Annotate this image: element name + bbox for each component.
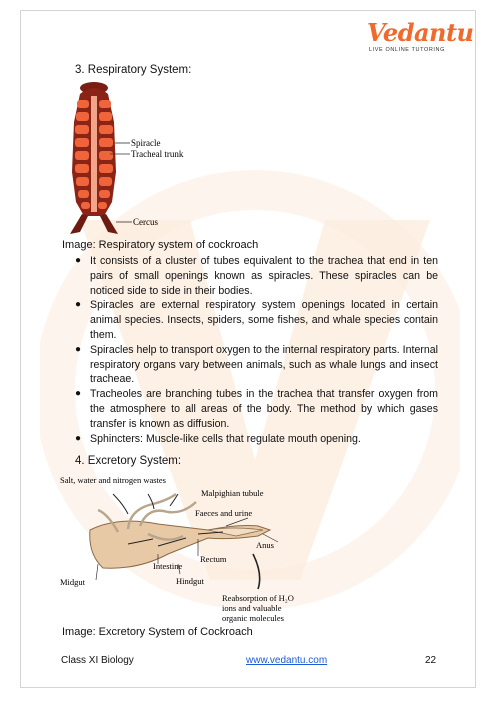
label-midgut: Midgut <box>60 577 86 587</box>
label-spiracle: Spiracle <box>131 138 161 148</box>
right-cercus <box>100 214 118 234</box>
tracheal-trunk-shape <box>91 96 97 212</box>
logo-wordmark: Vedantu <box>367 18 474 47</box>
label-intestine: Intestine <box>153 561 182 571</box>
bullet-item: ●Tracheoles are branching tubes in the t… <box>75 388 438 430</box>
label-cercus: Cercus <box>133 217 158 227</box>
label-reabsorption-2: ions and valuable <box>222 603 282 613</box>
footer-subject: Class XI Biology <box>61 655 134 666</box>
label-tracheal-trunk: Tracheal trunk <box>131 149 184 159</box>
label-reabsorption-3: organic molecules <box>222 613 284 623</box>
label-faeces: Faeces and urine <box>195 508 252 518</box>
tracheal-segments <box>75 100 113 209</box>
respiratory-caption: Image: Respiratory system of cockroach <box>62 239 259 251</box>
respiratory-heading: 3. Respiratory System: <box>75 64 192 76</box>
footer-website-link[interactable]: www.vedantu.com <box>246 655 328 666</box>
excretory-figure: Salt, water and nitrogen wastes Malpighi… <box>60 475 294 623</box>
label-salt-water: Salt, water and nitrogen wastes <box>60 475 166 485</box>
label-anus: Anus <box>256 540 274 550</box>
rectum-shape <box>207 527 264 537</box>
bullet-item: ●Spiracles are external respiratory syst… <box>75 299 438 341</box>
excretory-caption: Image: Excretory System of Cockroach <box>62 626 253 638</box>
logo-tagline: LIVE ONLINE TUTORING <box>369 47 445 53</box>
label-malpighian: Malpighian tubule <box>201 488 264 498</box>
vedantu-logo: Vedantu LIVE ONLINE TUTORING <box>357 18 474 58</box>
left-cercus <box>70 214 88 234</box>
bullet-item: ●Sphincters: Muscle-like cells that regu… <box>75 432 361 445</box>
label-hindgut: Hindgut <box>176 576 205 586</box>
respiratory-figure: Spiracle Tracheal trunk Cercus <box>70 82 184 234</box>
bullet-item: ●Spiracles help to transport oxygen to t… <box>75 343 439 386</box>
flow-arrows <box>112 493 261 590</box>
label-rectum: Rectum <box>200 554 227 564</box>
page-number: 22 <box>425 655 437 666</box>
excretory-heading: 4. Excretory System: <box>75 455 182 467</box>
respiratory-bullet-list: ●It consists of a cluster of tubes equiv… <box>74 254 438 446</box>
page-border <box>20 10 476 688</box>
bullet-item: ●It consists of a cluster of tubes equiv… <box>75 255 438 297</box>
label-reabsorption-1: Reabsorption of H₂O <box>222 593 294 603</box>
